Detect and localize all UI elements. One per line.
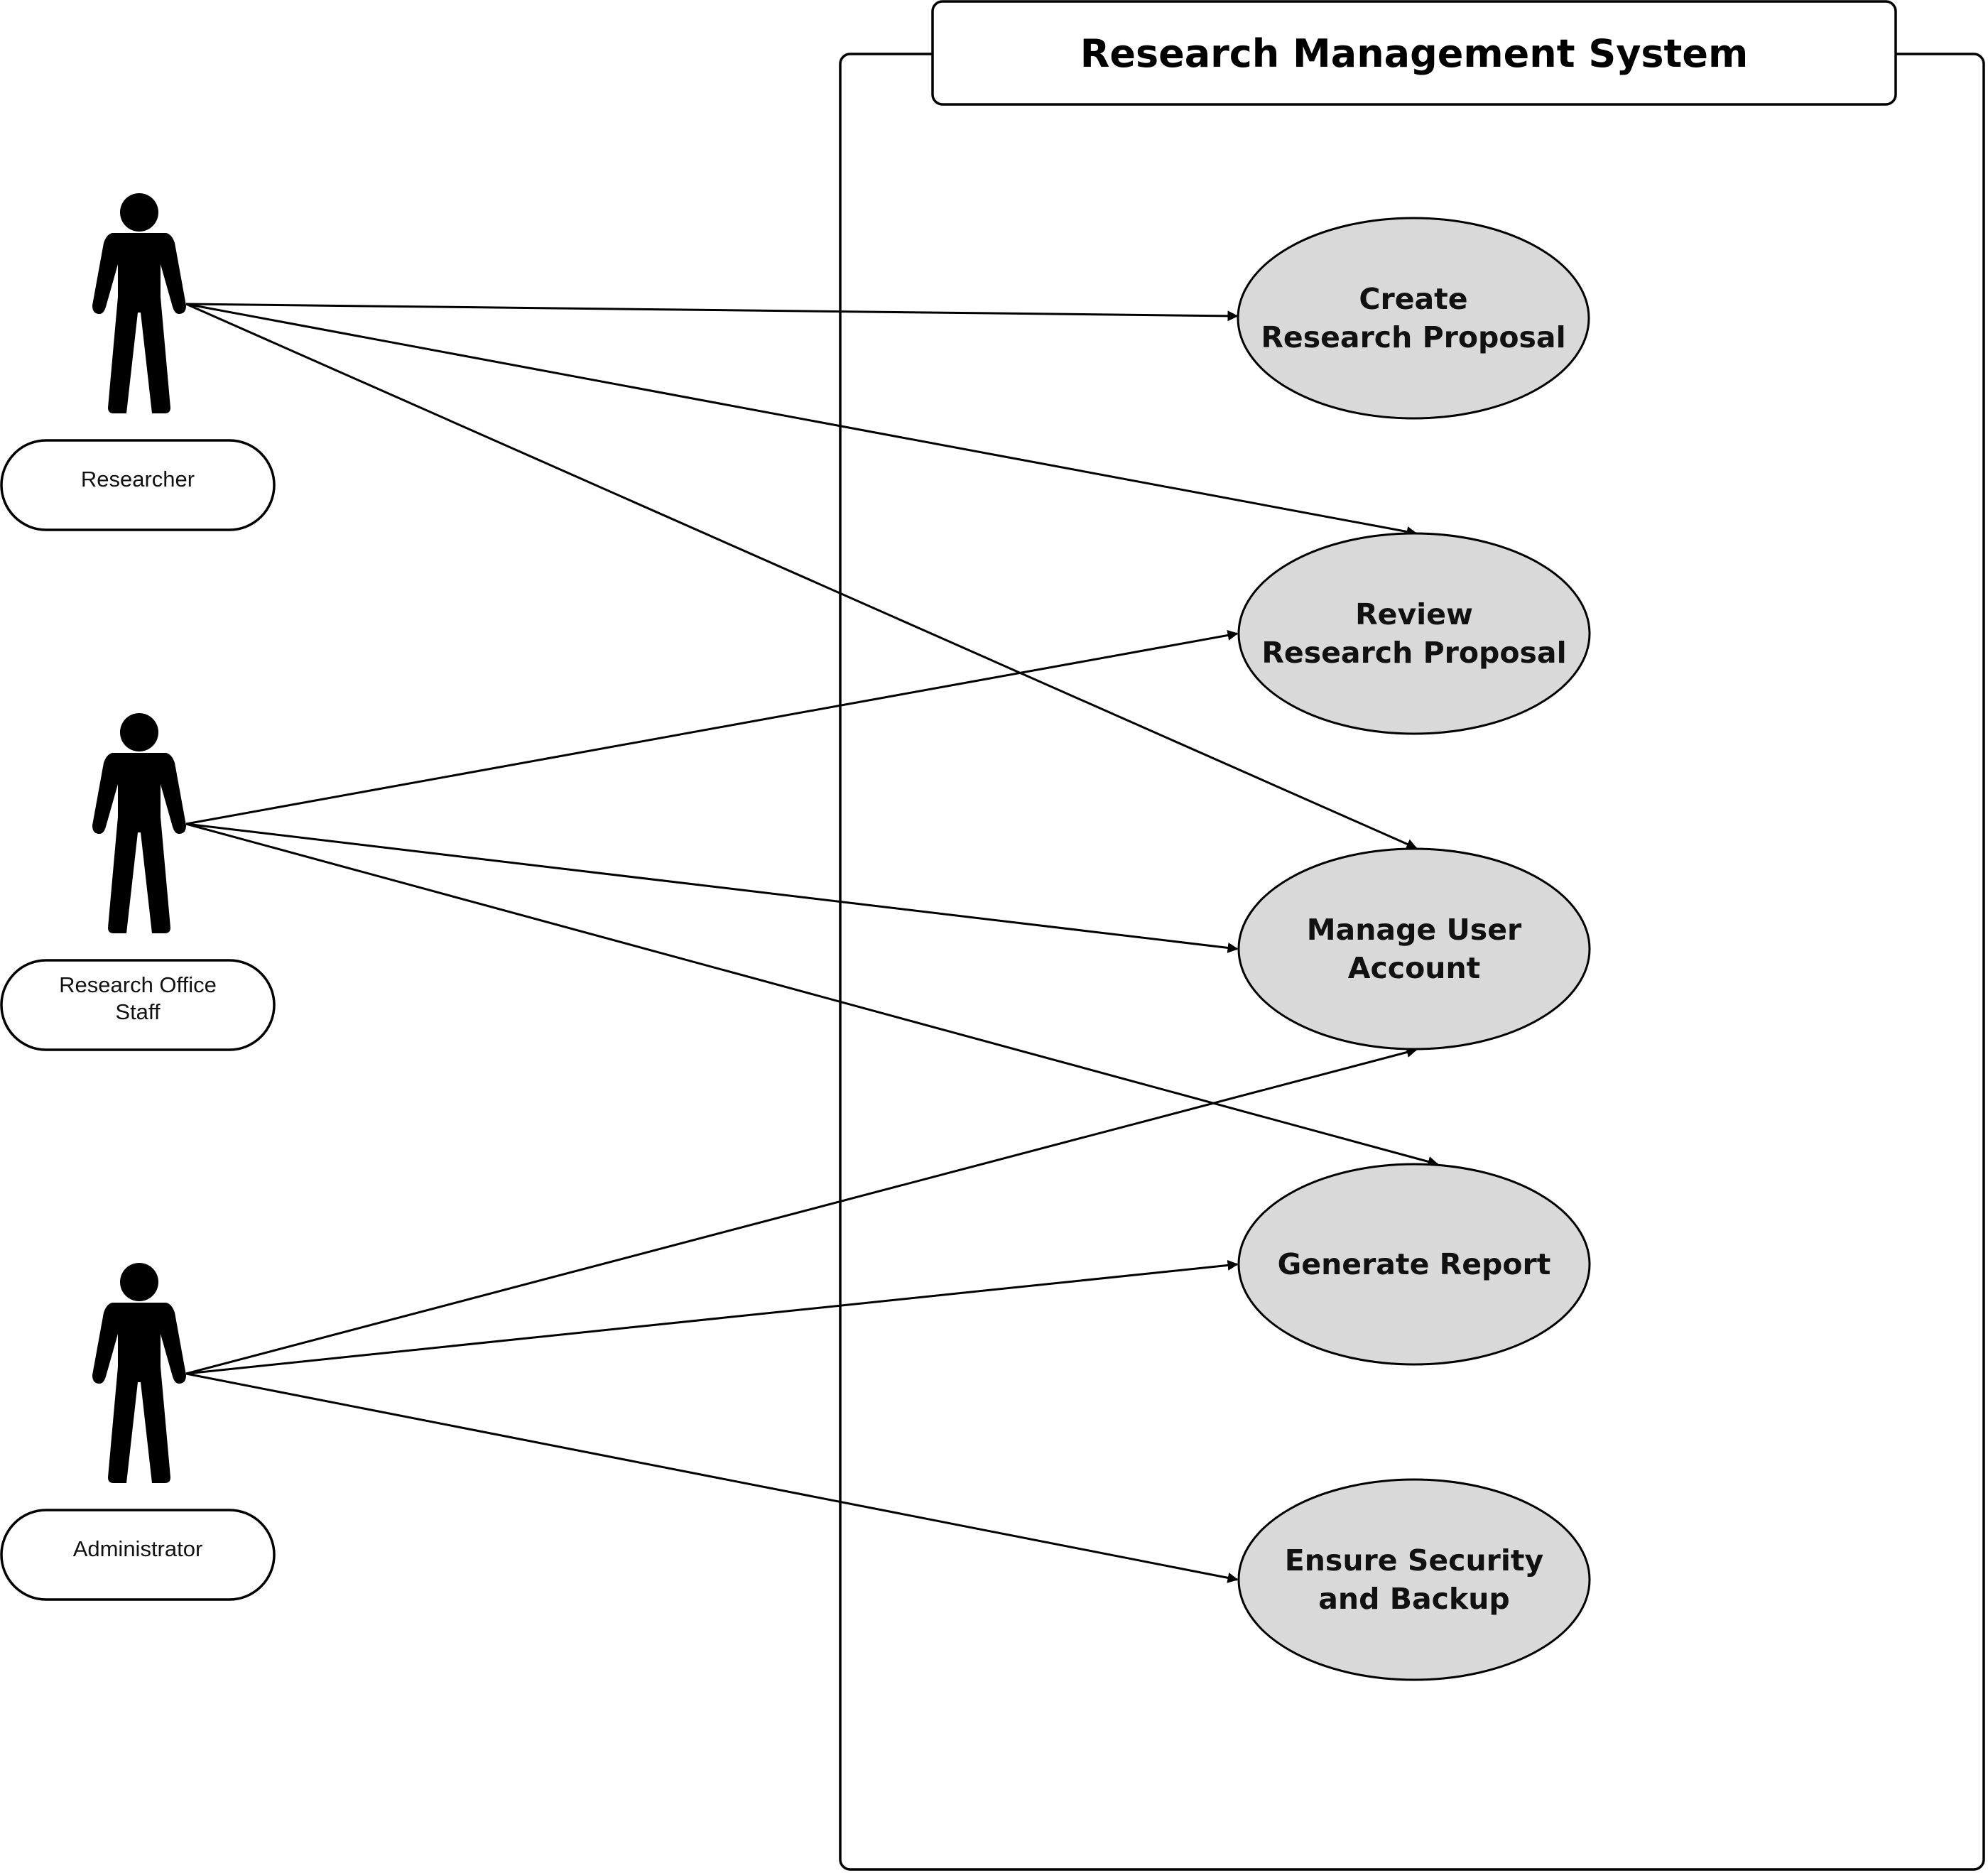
association-staff-report (185, 823, 1439, 1167)
association-admin-manage (185, 1047, 1418, 1375)
association-researcher-manage (185, 303, 1418, 849)
actor-icon (92, 193, 186, 413)
use-case-ellipse (1237, 1478, 1591, 1681)
actor-label-box (0, 1509, 276, 1601)
use-case-ellipse (1237, 532, 1591, 735)
use-case-label: Ensure Security (1285, 1543, 1544, 1578)
use-case-label: Generate Report (1278, 1247, 1551, 1281)
use-case-label: Create (1359, 282, 1467, 316)
use-case-label: Manage User (1307, 913, 1522, 947)
associations (185, 303, 1439, 1583)
use-case-ellipse (1237, 217, 1590, 420)
use-case-label: Research Proposal (1261, 320, 1565, 354)
actor-label-box (0, 959, 276, 1051)
association-admin-report (185, 1259, 1239, 1375)
actor-label: Staff (115, 999, 161, 1024)
use-case-ellipse (1237, 847, 1591, 1050)
association-staff-manage (185, 823, 1239, 953)
use-case-report[interactable]: Generate Report (1237, 1163, 1591, 1366)
actor-label: Researcher (81, 467, 195, 492)
use-case-label: and Backup (1318, 1582, 1510, 1616)
use-case-label: Review (1355, 597, 1473, 631)
actor-label: Research Office (59, 972, 217, 997)
use-case-ellipse (1237, 1163, 1591, 1366)
system-title-box (931, 0, 1897, 106)
association-staff-review (185, 630, 1239, 825)
actor-admin[interactable]: Administrator (0, 1263, 276, 1601)
actor-label: Administrator (73, 1536, 203, 1561)
association-researcher-review (185, 303, 1418, 537)
use-case-label: Account (1348, 951, 1480, 985)
actor-icon (92, 713, 186, 933)
actor-label-box (0, 439, 276, 531)
association-researcher-create (185, 303, 1239, 322)
actor-icon (92, 1263, 186, 1483)
association-admin-security (185, 1372, 1239, 1583)
use-case-label: Research Proposal (1261, 636, 1566, 670)
actor-researcher[interactable]: Researcher (0, 193, 276, 531)
use-case-security[interactable]: Ensure Security and Backup (1237, 1478, 1591, 1681)
system-title: Research Management System (1080, 31, 1749, 76)
